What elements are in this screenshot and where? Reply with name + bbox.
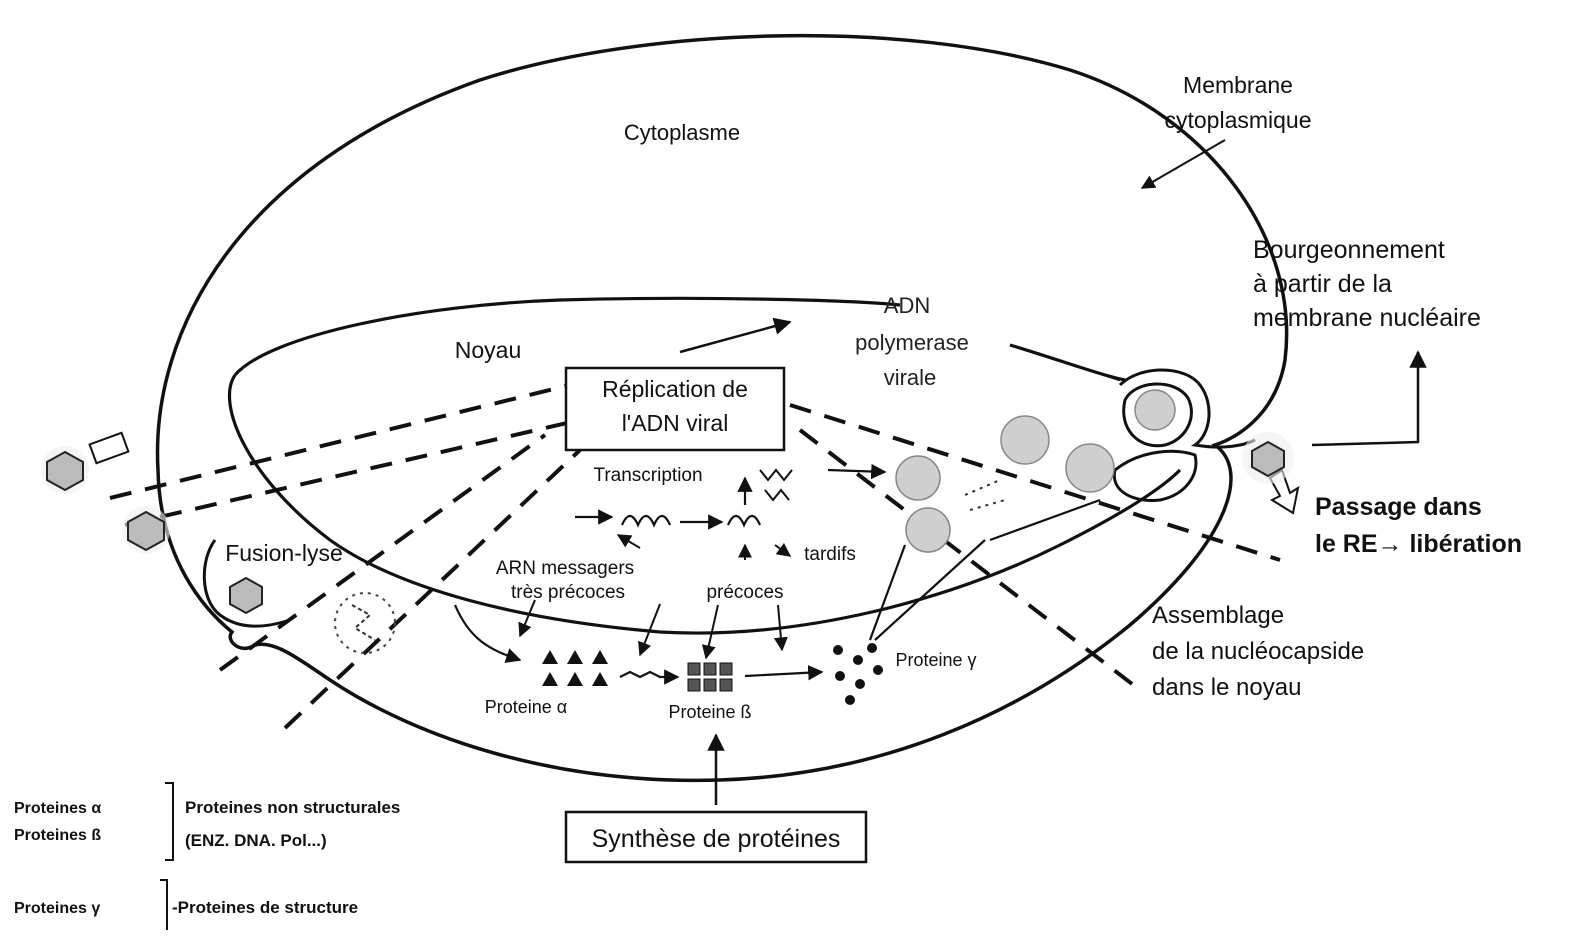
budding-arrow — [1312, 352, 1418, 445]
protein-alpha-label: Proteine α — [485, 697, 567, 717]
budding-lower — [1114, 451, 1196, 500]
protein-beta-squares — [688, 663, 732, 691]
legend-alpha: Proteines α — [14, 800, 101, 817]
virion-budding-1 — [1135, 390, 1175, 430]
legend-nonstructural-2: (ENZ. DNA. Pol...) — [185, 831, 327, 850]
polymerase-label-2: polymerase — [855, 330, 969, 355]
legend-beta: Proteines ß — [14, 827, 101, 844]
gamma-to-capsid-1 — [870, 545, 905, 640]
dashed-line-1 — [110, 385, 570, 498]
legend-gamma: Proteines γ — [14, 900, 100, 917]
protein-gamma-dots — [833, 643, 883, 705]
legend-brace-1 — [165, 783, 173, 860]
virion-nucleus-3 — [1001, 416, 1049, 464]
protein-gamma-label: Proteine γ — [895, 650, 976, 670]
early-label: précoces — [706, 582, 783, 603]
virion-outside-1 — [41, 446, 89, 494]
nucleus-label: Noyau — [455, 337, 521, 363]
protein-alpha-triangles — [542, 650, 608, 686]
transcription-label: Transcription — [593, 465, 702, 486]
passage-label-1: Passage dans — [1315, 493, 1482, 521]
mrna-wave-1 — [622, 516, 670, 525]
membrane-label-2: cytoplasmique — [1164, 107, 1311, 133]
polymerase-line — [1010, 345, 1120, 380]
entry-receptor — [90, 433, 129, 463]
mrna-wave-2 — [728, 516, 760, 525]
capsid-released — [335, 593, 395, 653]
protein-beta-label: Proteine ß — [668, 702, 751, 722]
assembly-label-3: dans le noyau — [1152, 674, 1301, 701]
membrane-arrow — [1142, 140, 1225, 188]
membrane-label-1: Membrane — [1183, 72, 1293, 98]
polymerase-label-1: ADN — [884, 293, 930, 318]
partial-capsid — [965, 480, 1005, 510]
synthesis-label: Synthèse de protéines — [592, 825, 841, 853]
budding-label-2: à partir de la — [1253, 270, 1392, 298]
virion-nucleus-1 — [896, 456, 940, 500]
replication-label-1: Réplication de — [602, 376, 748, 402]
polymerase-label-3: virale — [884, 365, 937, 390]
mrna-wave-3 — [760, 470, 792, 500]
virion-fusion — [230, 578, 262, 613]
beta-to-gamma-arrow — [745, 672, 822, 676]
mrna-label-1: ARN messagers — [496, 558, 634, 579]
mrna-label-2: très précoces — [511, 582, 625, 603]
replication-arrow — [680, 322, 790, 352]
legend-structural: -Proteines de structure — [172, 898, 358, 917]
nucleus-outline — [235, 298, 900, 375]
dashed-line-2 — [125, 420, 580, 525]
budding-label-3: membrane nucléaire — [1253, 304, 1481, 332]
assembly-label-2: de la nucléocapside — [1152, 638, 1364, 665]
virion-outside-2 — [122, 506, 170, 554]
virion-budding-2 — [1066, 444, 1114, 492]
virion-nucleus-2 — [906, 508, 950, 552]
legend-nonstructural-1: Proteines non structurales — [185, 798, 400, 817]
early-feedback-1 — [618, 535, 640, 548]
assembly-label-1: Assemblage — [1152, 602, 1284, 629]
gamma-to-capsid-2 — [875, 540, 985, 640]
fusion-label: Fusion-lyse — [225, 540, 343, 566]
fusion-to-alpha — [455, 605, 520, 660]
alpha-to-beta-arrow — [620, 672, 678, 677]
replication-label-2: l'ADN viral — [622, 410, 729, 436]
virion-released — [1242, 432, 1294, 484]
late-label: tardifs — [804, 544, 856, 565]
late-arrow — [775, 545, 790, 556]
mrna-to-alpha — [520, 600, 535, 636]
budding-label-1: Bourgeonnement — [1253, 236, 1445, 264]
cytoplasm-label: Cytoplasme — [624, 120, 740, 145]
legend-brace-2 — [160, 880, 167, 930]
passage-label-2: le RE→ libération — [1315, 530, 1522, 558]
nucleocapsid-arrow — [828, 470, 885, 472]
